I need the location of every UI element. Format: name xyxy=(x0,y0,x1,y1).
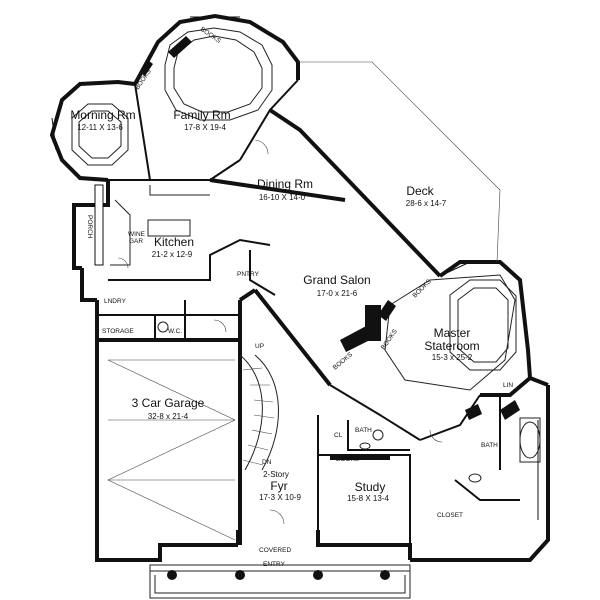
wine-tag: WINE xyxy=(128,231,146,238)
stair-up-tag: UP xyxy=(255,343,264,350)
books-salon-right-tag: BOOKS xyxy=(411,278,433,300)
grand-salon-dim: 17-0 x 21-6 xyxy=(317,289,358,298)
master-dim: 15-3 x 25-2 xyxy=(432,353,473,362)
interior-walls xyxy=(97,79,520,545)
foyer-dim: 17-3 X 10-9 xyxy=(259,493,301,502)
books-salon-mid-tag: BOOKS xyxy=(380,328,399,351)
wc-tag: W.C. xyxy=(168,328,182,335)
closet-tag: CLOSET xyxy=(437,512,463,519)
master-label-line1: Master xyxy=(434,326,471,340)
entry-tag: ENTRY xyxy=(263,561,286,568)
pntry-tag: PNTRY xyxy=(237,271,260,278)
storage-tag: STORAGE xyxy=(102,328,134,335)
door-swings xyxy=(117,139,443,525)
curved-stair xyxy=(239,354,279,471)
cl-tag: CL xyxy=(334,432,343,439)
family-rm-dim: 17-8 X 19-4 xyxy=(184,123,226,132)
exterior-walls xyxy=(49,13,550,562)
morning-rm-label: Morning Rm xyxy=(70,108,135,122)
covered-tag: COVERED xyxy=(259,547,291,554)
windows xyxy=(51,16,539,520)
foyer-note: 2-Story xyxy=(263,470,289,479)
deck-label: Deck xyxy=(406,184,434,198)
lin-tag: LIN xyxy=(503,382,513,389)
deck-dim: 28-6 x 14-7 xyxy=(406,199,447,208)
study-label: Study xyxy=(355,480,386,494)
bath-small-tag: BATH xyxy=(355,427,372,434)
laundry-tag: LNDRY xyxy=(104,298,127,305)
dining-rm-label: Dining Rm xyxy=(257,177,313,191)
covered-entry xyxy=(149,564,411,599)
stair-dn-tag: DN xyxy=(262,459,272,466)
dining-rm-dim: 16-10 X 14-0 xyxy=(259,193,306,202)
bookshelves xyxy=(140,36,520,460)
study-dim: 15-8 X 13-4 xyxy=(347,494,389,503)
bath-master-tag: BATH xyxy=(481,442,498,449)
garage-label: 3 Car Garage xyxy=(132,396,205,410)
porch-tag: PORCH xyxy=(86,215,93,239)
ceiling-details xyxy=(71,27,517,541)
books-study-tag: BOOKS xyxy=(336,456,360,463)
gar-tag: GAR xyxy=(129,238,143,245)
garage-dim: 32-8 x 21-4 xyxy=(148,412,189,421)
books-salon-left-tag: BOOKS xyxy=(332,351,355,372)
grand-salon-label: Grand Salon xyxy=(303,273,370,287)
kitchen-label: Kitchen xyxy=(154,235,194,249)
family-rm-label: Family Rm xyxy=(173,108,230,122)
bath-fixtures xyxy=(157,321,541,483)
foyer-label: Fyr xyxy=(270,479,287,493)
kitchen-dim: 21-2 x 12-9 xyxy=(152,250,193,259)
master-label-line2: Stateroom xyxy=(424,339,479,353)
morning-rm-dim: 12-11 X 13-6 xyxy=(77,123,123,132)
